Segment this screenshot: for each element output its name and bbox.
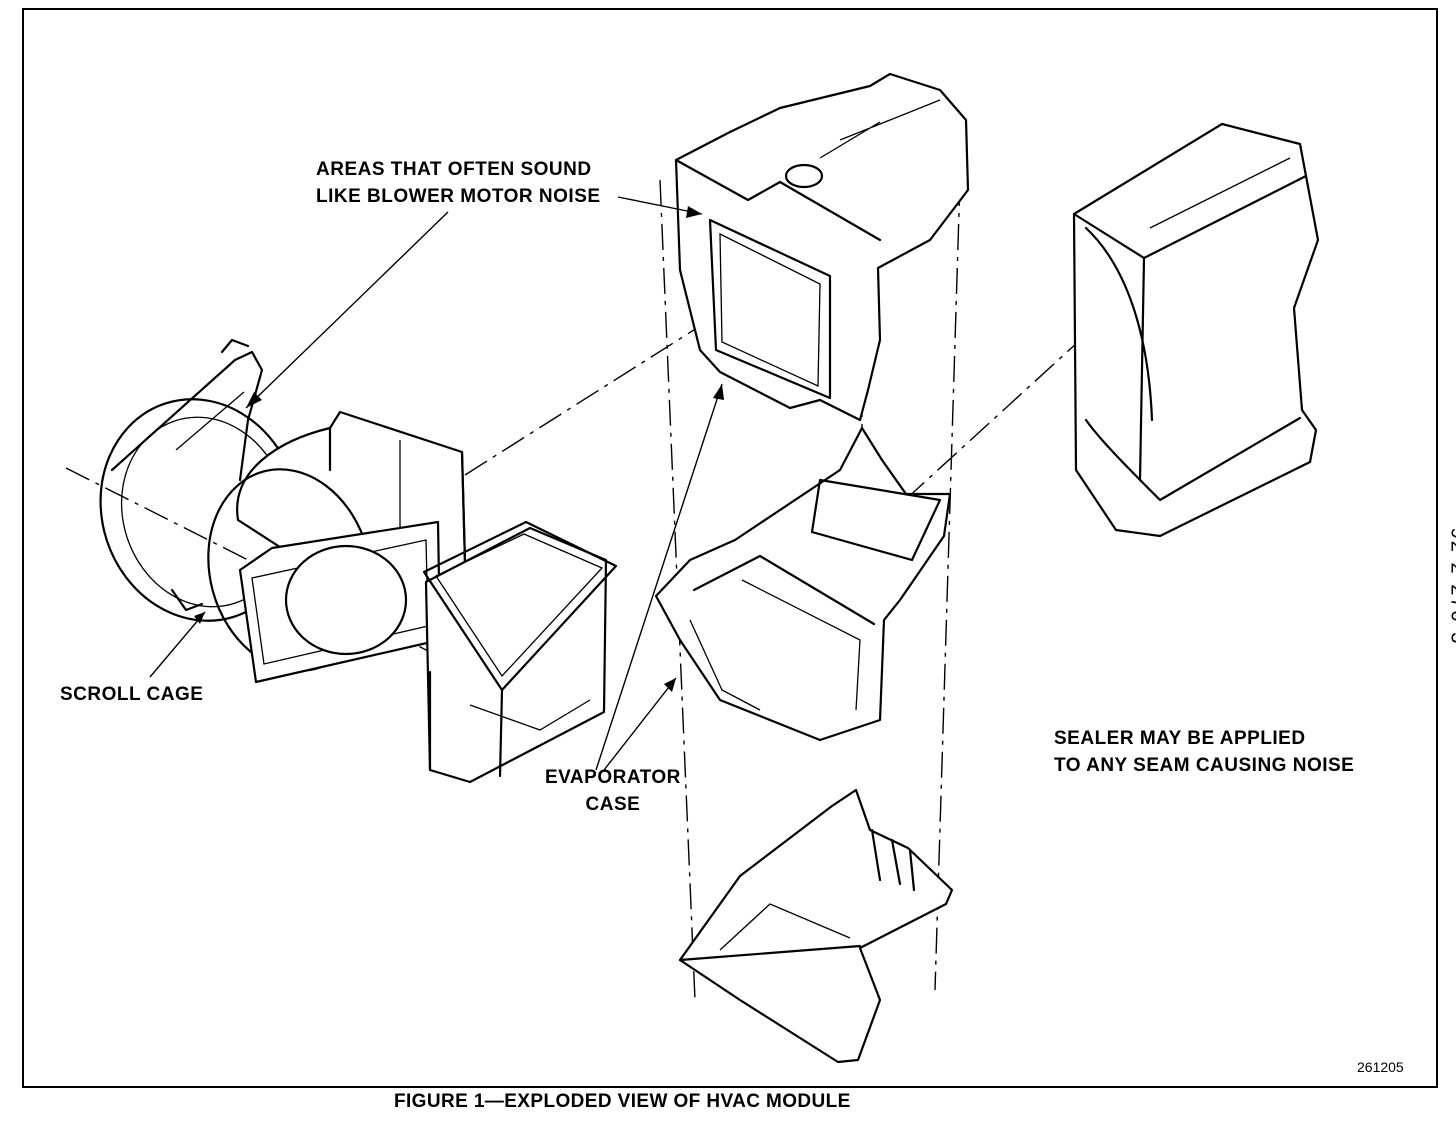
evaporator-case-upper xyxy=(674,72,970,422)
callout-evaporator-line-1: EVAPORATOR xyxy=(545,767,681,788)
callout-areas-noise: AREAS THAT OFTEN SOUND LIKE BLOWER MOTOR… xyxy=(316,156,601,210)
callout-evaporator-line-2: CASE xyxy=(585,794,641,815)
scroll-cage xyxy=(207,410,468,684)
callout-areas-line-2: LIKE BLOWER MOTOR NOISE xyxy=(316,186,601,207)
callout-evaporator-case: EVAPORATOR CASE xyxy=(545,764,681,818)
callout-sealer: SEALER MAY BE APPLIED TO ANY SEAM CAUSIN… xyxy=(1054,725,1354,779)
callout-areas-line-1: AREAS THAT OFTEN SOUND xyxy=(316,159,592,180)
callout-scroll-cage: SCROLL CAGE xyxy=(60,684,204,705)
callout-sealer-line-2: TO ANY SEAM CAUSING NOISE xyxy=(1054,755,1355,776)
reference-code: 261205 xyxy=(1357,1059,1404,1075)
evaporator-case-lower xyxy=(678,788,954,1064)
alignment-lines xyxy=(65,179,1171,1001)
leader-lines xyxy=(149,196,724,771)
blower-inlet-duct xyxy=(422,520,618,784)
evaporator-case-middle xyxy=(654,426,952,742)
figure-frame xyxy=(22,8,1438,1088)
callout-sealer-line-1: SEALER MAY BE APPLIED xyxy=(1054,728,1306,749)
heater-core-case xyxy=(1072,122,1320,538)
side-code: 92-2-270-3 xyxy=(1446,527,1456,646)
figure-caption: FIGURE 1—EXPLODED VIEW OF HVAC MODULE xyxy=(394,1091,851,1112)
